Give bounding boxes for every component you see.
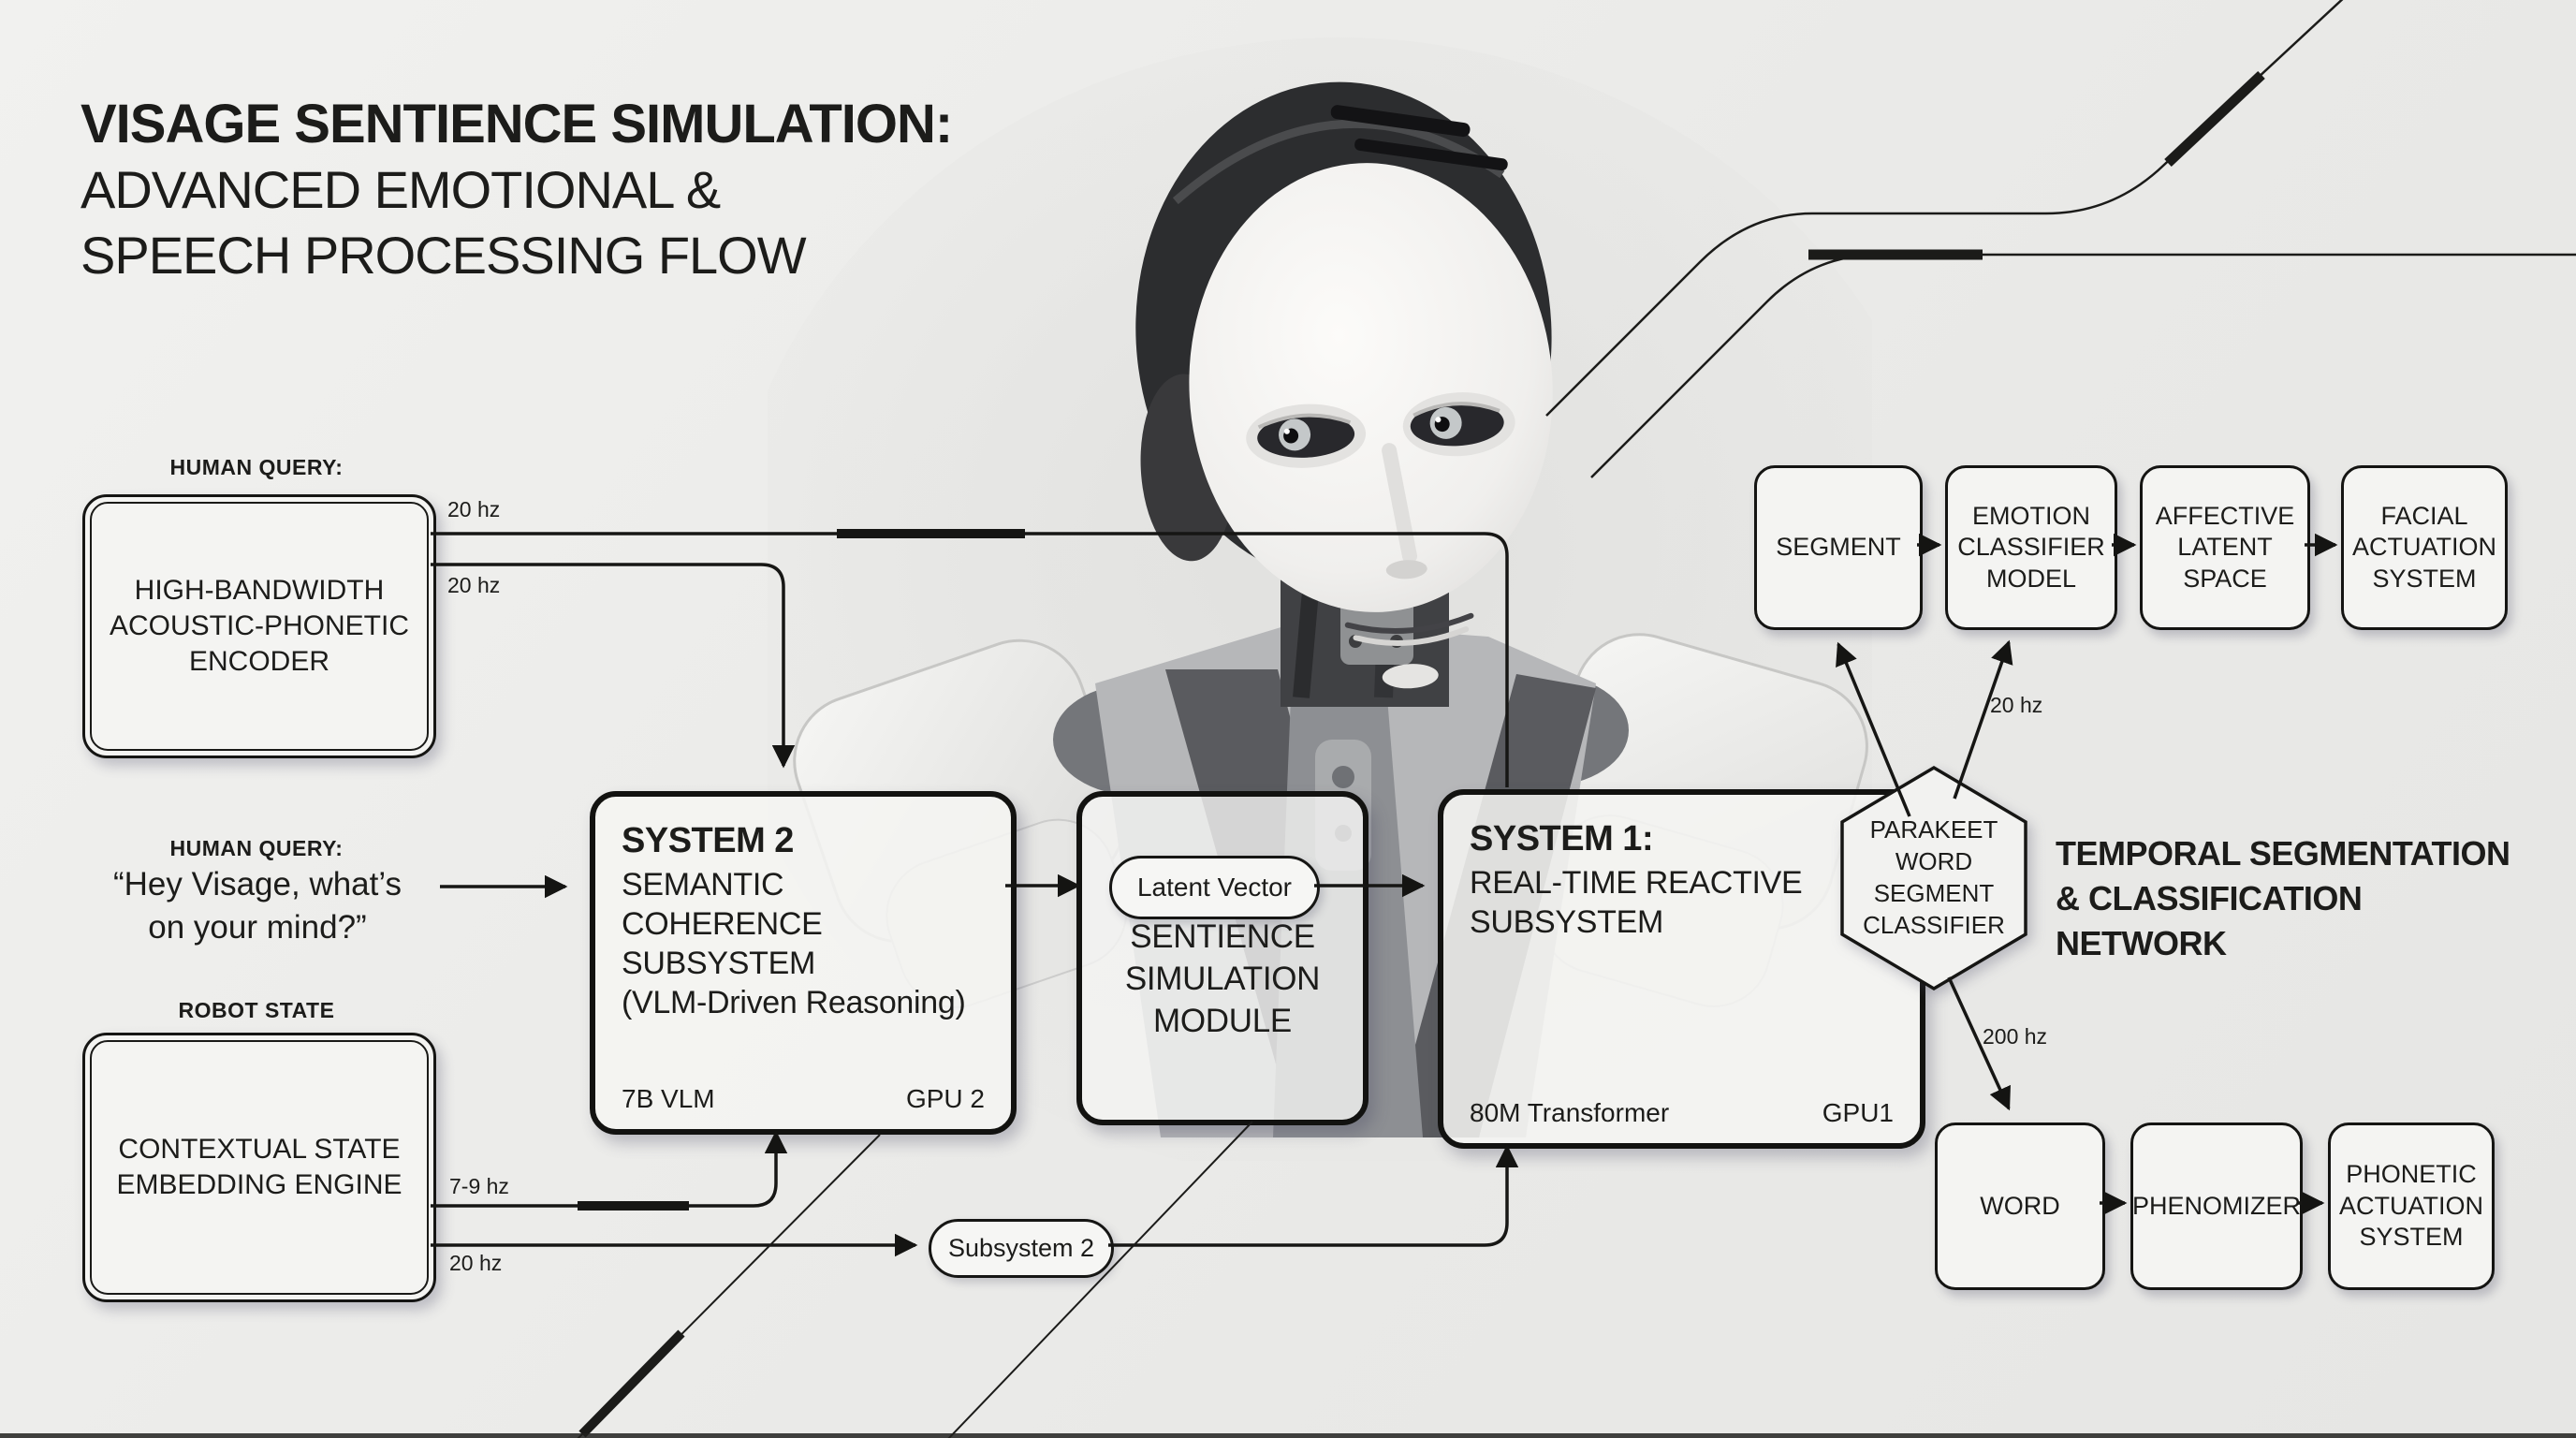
system1-title: SYSTEM 1: bbox=[1470, 819, 1654, 858]
photo-bottom-edge bbox=[0, 1433, 2576, 1438]
network-heading: TEMPORAL SEGMENTATION & CLASSIFICATION N… bbox=[2056, 834, 2510, 963]
page-title: VISAGE SENTIENCE SIMULATION: ADVANCED EM… bbox=[80, 92, 953, 288]
parakeet-classifier-hexagon: PARAKEET WORD SEGMENT CLASSIFIER bbox=[1835, 762, 2033, 994]
decorative-trace-top-1-thick bbox=[2164, 70, 2265, 168]
word-box: WORD bbox=[1935, 1123, 2105, 1290]
system1-model-label: 80M Transformer bbox=[1470, 1098, 1670, 1127]
rate-label-segment: 20 hz bbox=[1990, 693, 2043, 717]
title-line-1: VISAGE SENTIENCE SIMULATION: bbox=[80, 94, 953, 154]
robot-state-label: ROBOT STATE bbox=[178, 998, 335, 1022]
latent-vector-pill: Latent Vector bbox=[1109, 856, 1320, 919]
latent-vector-label: Latent Vector bbox=[1136, 873, 1292, 902]
sentience-module-label: SENTIENCE SIMULATION MODULE bbox=[1124, 918, 1321, 1039]
title-line-3: SPEECH PROCESSING FLOW bbox=[80, 226, 807, 285]
rate-label-encoder-1: 20 hz bbox=[447, 497, 501, 521]
facial-actuation-box: FACIAL ACTUATION SYSTEM bbox=[2341, 465, 2508, 630]
rate-label-context-2: 20 hz bbox=[449, 1251, 503, 1275]
phonetic-actuation-box: PHONETIC ACTUATION SYSTEM bbox=[2328, 1123, 2495, 1290]
decorative-trace-bottom-1 bbox=[577, 1134, 881, 1438]
system2-model-label: 7B VLM bbox=[622, 1084, 715, 1113]
subsystem2-label: Subsystem 2 bbox=[947, 1234, 1095, 1262]
affective-latent-space-label: AFFECTIVE LATENT SPACE bbox=[2155, 501, 2295, 593]
sentience-module-box: SENTIENCE SIMULATION MODULE bbox=[1076, 791, 1368, 1125]
word-label: WORD bbox=[1980, 1191, 2060, 1220]
acoustic-phonetic-encoder-label: HIGH-BANDWIDTH ACOUSTIC-PHONETIC ENCODER bbox=[90, 502, 429, 751]
parakeet-classifier-label: PARAKEET WORD SEGMENT CLASSIFIER bbox=[1863, 815, 2005, 939]
system1-subtitle: REAL-TIME REACTIVE SUBSYSTEM bbox=[1470, 865, 1803, 941]
system2-title: SYSTEM 2 bbox=[622, 821, 794, 860]
emotion-classifier-label: EMOTION CLASSIFIER MODEL bbox=[1957, 501, 2105, 593]
affective-latent-space-box: AFFECTIVE LATENT SPACE bbox=[2140, 465, 2310, 630]
acoustic-phonetic-encoder-box: HIGH-BANDWIDTH ACOUSTIC-PHONETIC ENCODER bbox=[82, 494, 436, 758]
human-query-label-top: HUMAN QUERY: bbox=[169, 455, 344, 479]
contextual-state-embedding-label: CONTEXTUAL STATE EMBEDDING ENGINE bbox=[90, 1040, 429, 1295]
decorative-trace-bottom-2 bbox=[947, 1121, 1253, 1438]
human-query-quote: “Hey Visage, what’s on your mind?” bbox=[112, 866, 402, 946]
hexagon-shape bbox=[1840, 765, 2027, 991]
human-query-label-quote: HUMAN QUERY: bbox=[169, 836, 344, 860]
system2-subtitle: SEMANTIC COHERENCE SUBSYSTEM (VLM-Driven… bbox=[622, 867, 966, 1021]
emotion-classifier-box: EMOTION CLASSIFIER MODEL bbox=[1945, 465, 2117, 630]
system2-gpu-label: GPU 2 bbox=[905, 1084, 985, 1113]
segment-box: SEGMENT bbox=[1754, 465, 1923, 630]
system1-gpu-label: GPU1 bbox=[1822, 1098, 1894, 1127]
facial-actuation-label: FACIAL ACTUATION SYSTEM bbox=[2352, 501, 2496, 593]
decorative-trace-bottom-1-thick bbox=[578, 1329, 685, 1438]
phonetic-actuation-label: PHONETIC ACTUATION SYSTEM bbox=[2339, 1160, 2483, 1252]
system2-box: SYSTEM 2 SEMANTIC COHERENCE SUBSYSTEM (V… bbox=[590, 791, 1017, 1135]
phenomizer-box: PHENOMIZER bbox=[2130, 1123, 2303, 1290]
rate-label-context-1: 7-9 hz bbox=[449, 1174, 509, 1198]
subsystem2-pill: Subsystem 2 bbox=[929, 1219, 1114, 1278]
wire-subsystem2-to-system1 bbox=[1108, 1144, 1519, 1247]
rate-label-word: 200 hz bbox=[1983, 1024, 2048, 1049]
phenomizer-label: PHENOMIZER bbox=[2132, 1191, 2302, 1220]
rate-label-encoder-2: 20 hz bbox=[447, 573, 501, 597]
segment-label: SEGMENT bbox=[1776, 533, 1901, 562]
title-line-2: ADVANCED EMOTIONAL & bbox=[80, 160, 721, 219]
contextual-state-embedding-box: CONTEXTUAL STATE EMBEDDING ENGINE bbox=[82, 1033, 436, 1302]
